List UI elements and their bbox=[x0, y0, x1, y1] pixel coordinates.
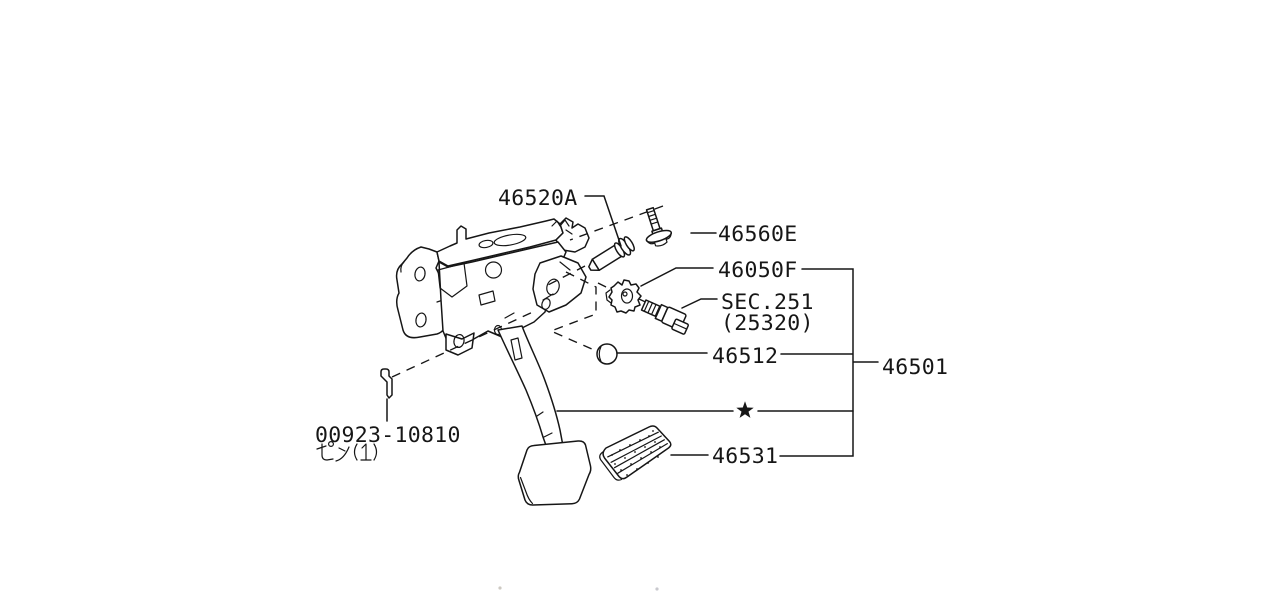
scan-specks bbox=[498, 586, 659, 591]
label-46501: 46501 bbox=[882, 355, 948, 380]
stop-lamp-switch-part bbox=[640, 299, 689, 335]
pin-caption-handakuten bbox=[328, 441, 335, 448]
assembly-bracket-line bbox=[779, 268, 879, 457]
pad-thickness bbox=[599, 450, 623, 481]
pad-texture-dots bbox=[611, 430, 661, 476]
label-sec251: SEC.251 bbox=[721, 290, 814, 315]
clevis-pin-part bbox=[588, 236, 635, 272]
label-pin-caption bbox=[316, 441, 378, 462]
label-46531: 46531 bbox=[712, 444, 778, 469]
boss-detail bbox=[551, 219, 573, 235]
plug-rim bbox=[598, 345, 602, 363]
mount-hole-upper bbox=[414, 266, 426, 282]
stopper-nut-part bbox=[605, 279, 642, 314]
part-labels: 46520A 46560E 46050F SEC.251 (25320) 465… bbox=[315, 186, 948, 469]
leader-sec251 bbox=[681, 298, 718, 309]
top-face-slot-small bbox=[478, 239, 494, 249]
label-46512: 46512 bbox=[712, 344, 778, 369]
top-face-slot-large bbox=[493, 233, 527, 247]
pin-caption-kana bbox=[316, 443, 350, 462]
pad-face bbox=[602, 425, 672, 480]
switch-threads bbox=[643, 300, 661, 317]
pedal-arm bbox=[497, 325, 564, 452]
bracket-top-face bbox=[436, 218, 564, 267]
pad-ribs bbox=[607, 431, 668, 474]
plug-part bbox=[596, 343, 618, 365]
arm-ticks bbox=[536, 411, 553, 438]
arm-slot bbox=[510, 337, 523, 361]
speck-2 bbox=[655, 587, 659, 591]
pin-head bbox=[623, 236, 635, 252]
stopper-bolt-part bbox=[645, 206, 673, 247]
speck-1 bbox=[498, 586, 502, 590]
leader-46520A bbox=[584, 195, 622, 247]
label-25320: (25320) bbox=[721, 311, 814, 336]
mount-hole-lower bbox=[415, 312, 427, 328]
leader-lines bbox=[386, 195, 879, 457]
clevis-detail bbox=[542, 261, 571, 301]
label-pin-part-number: 00923-10810 bbox=[315, 423, 461, 448]
nut-lobe bbox=[605, 289, 612, 304]
label-46520A: 46520A bbox=[498, 186, 577, 211]
clevis-hole bbox=[546, 278, 560, 296]
pin-boss bbox=[555, 217, 590, 253]
nut-center bbox=[622, 291, 628, 297]
nut-bore bbox=[620, 288, 634, 304]
bolt-washer bbox=[645, 231, 672, 247]
bolt-threads bbox=[646, 209, 659, 225]
star-marker-icon bbox=[736, 401, 754, 418]
cotter-pin-part bbox=[380, 368, 393, 399]
cotter-pin-dashed bbox=[391, 310, 536, 378]
pedal-plate-thickness bbox=[519, 476, 534, 505]
leader-46050F bbox=[640, 267, 714, 287]
switch-mount-dashed bbox=[549, 271, 597, 351]
pedal-pad-part bbox=[599, 425, 672, 481]
switch-connector-line bbox=[673, 322, 688, 330]
front-tick bbox=[504, 312, 515, 319]
pin-axis-dashed bbox=[545, 265, 586, 287]
pedal-plate bbox=[517, 440, 592, 506]
cotter-pin-body bbox=[380, 368, 393, 399]
front-slot bbox=[478, 290, 496, 306]
plug-cap bbox=[596, 343, 618, 365]
label-46560E: 46560E bbox=[718, 222, 797, 247]
pin-caption-count bbox=[353, 443, 378, 461]
clevis-hole-lower bbox=[541, 298, 551, 310]
triangle-cutout bbox=[437, 262, 468, 298]
label-46050F: 46050F bbox=[718, 258, 797, 283]
pivot-hole bbox=[484, 261, 503, 279]
pedal-bracket-drawing bbox=[395, 217, 592, 506]
bracket-nut-dashed bbox=[597, 282, 613, 291]
